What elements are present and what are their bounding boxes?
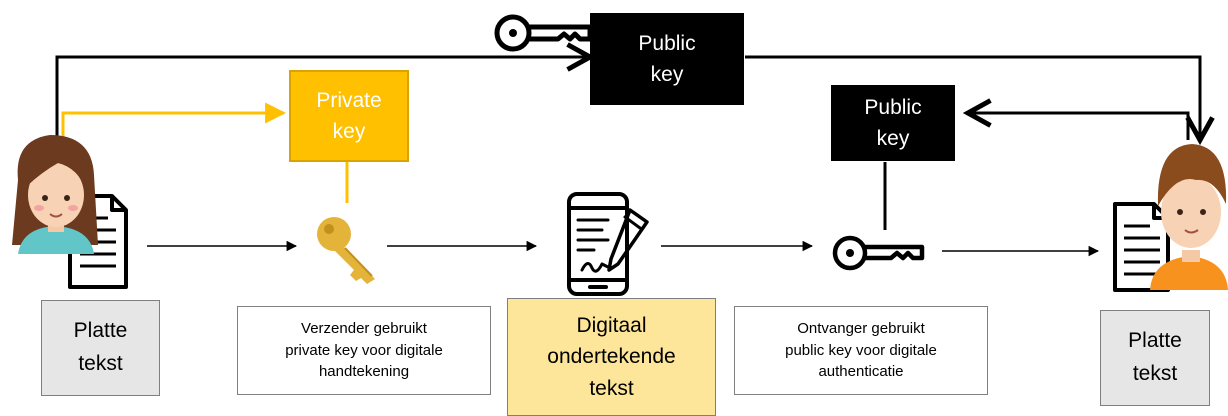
key-icon [494,14,593,52]
private-key-box: Private key [289,70,409,162]
public-key-box-right: Public key [831,85,955,161]
signed-text-box: Digitaal ondertekende tekst [507,298,716,416]
public-key-box-top: Public key [590,13,744,105]
arrow-receiver-to-public-key [968,113,1190,140]
plain-text-box-right: Platte tekst [1100,310,1210,406]
woman-avatar [12,135,98,254]
man-avatar [1150,144,1228,290]
sender-note-box: Verzender gebruikt private key voor digi… [237,306,491,395]
plain-text-box-left: Platte tekst [41,300,160,396]
key-icon [832,235,925,271]
arrow-sender-to-private-key [61,102,287,150]
signed-document-on-phone-icon [567,192,649,296]
receiver-note-box: Ontvanger gebruikt public key voor digit… [734,306,988,395]
arrow-sender-to-public-key [55,57,590,150]
gold-key-icon [317,217,375,284]
arrow-public-key-to-receiver [745,55,1200,140]
